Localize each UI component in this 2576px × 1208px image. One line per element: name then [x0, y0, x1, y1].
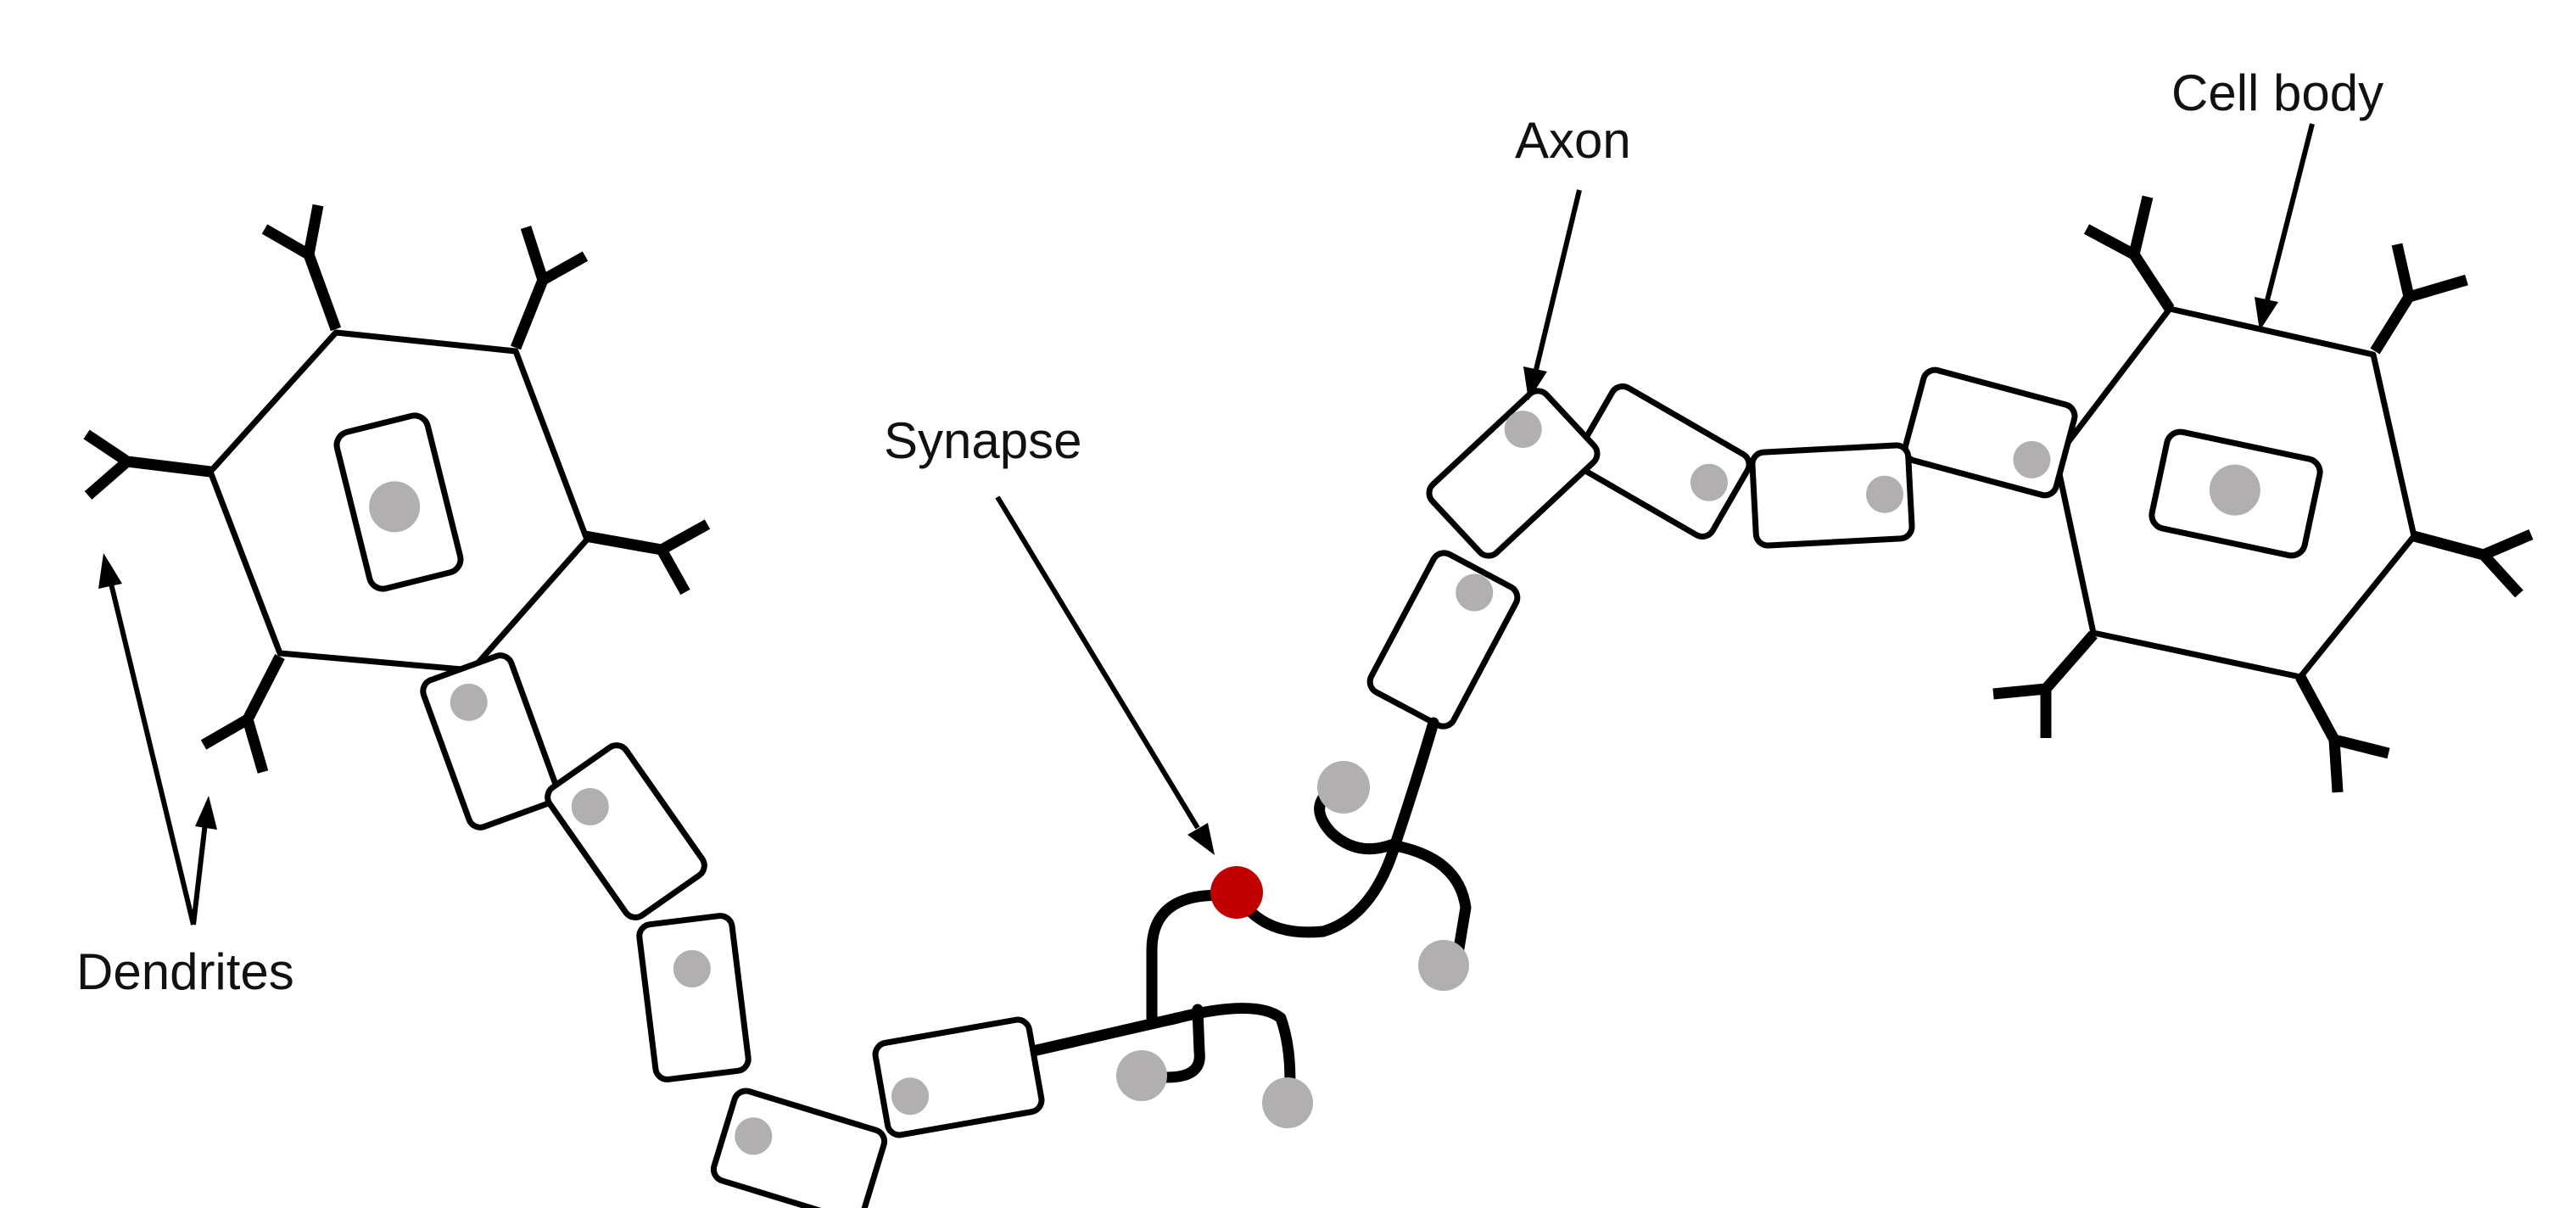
synapse-arrow: [995, 495, 1200, 830]
synapse-annotation: Synapse: [884, 412, 1215, 855]
cell-body-label: Cell body: [2171, 64, 2383, 121]
terminal-bouton: [1116, 1050, 1167, 1101]
axon-arrow: [1533, 189, 1582, 374]
axon-annotation: Axon: [1515, 112, 1631, 400]
cell-body-annotation: Cell body: [2171, 64, 2383, 331]
terminal-bouton: [1317, 761, 1370, 814]
myelin-segment: [1902, 366, 2078, 499]
left-neuron: [83, 204, 1313, 1208]
terminal-bouton: [1262, 1077, 1313, 1128]
right-neuron: [1241, 195, 2534, 991]
terminal-bouton: [1418, 940, 1469, 991]
right-nucleus: [2149, 428, 2323, 559]
left-dendrites: [83, 204, 711, 774]
synapse-label: Synapse: [884, 412, 1082, 469]
dendrites-arrow: [191, 822, 208, 926]
myelin-segment: [1749, 442, 1915, 549]
left-axon-segments: [420, 652, 1045, 1208]
myelin-segment: [545, 742, 707, 920]
axon-label: Axon: [1515, 112, 1631, 169]
dendrites-arrow: [108, 579, 196, 926]
synapse-point: [1210, 866, 1263, 919]
right-axon-terminals: [1241, 717, 1472, 991]
right-dendrites: [1992, 195, 2534, 793]
right-axon-segments: [1366, 366, 2078, 730]
myelin-segment: [420, 652, 561, 830]
myelin-segment: [636, 913, 752, 1082]
cell-body-arrow: [2264, 123, 2315, 305]
myelin-segment: [710, 1088, 888, 1208]
left-axon-terminals: [1031, 888, 1313, 1128]
myelin-segment: [1426, 388, 1601, 559]
myelin-segment: [1366, 550, 1521, 730]
dendrites-label: Dendrites: [76, 943, 294, 1000]
myelin-segment: [872, 1016, 1045, 1138]
left-nucleus: [333, 412, 464, 592]
dendrites-annotation: Dendrites: [76, 553, 294, 1000]
myelin-segment: [1573, 383, 1752, 540]
